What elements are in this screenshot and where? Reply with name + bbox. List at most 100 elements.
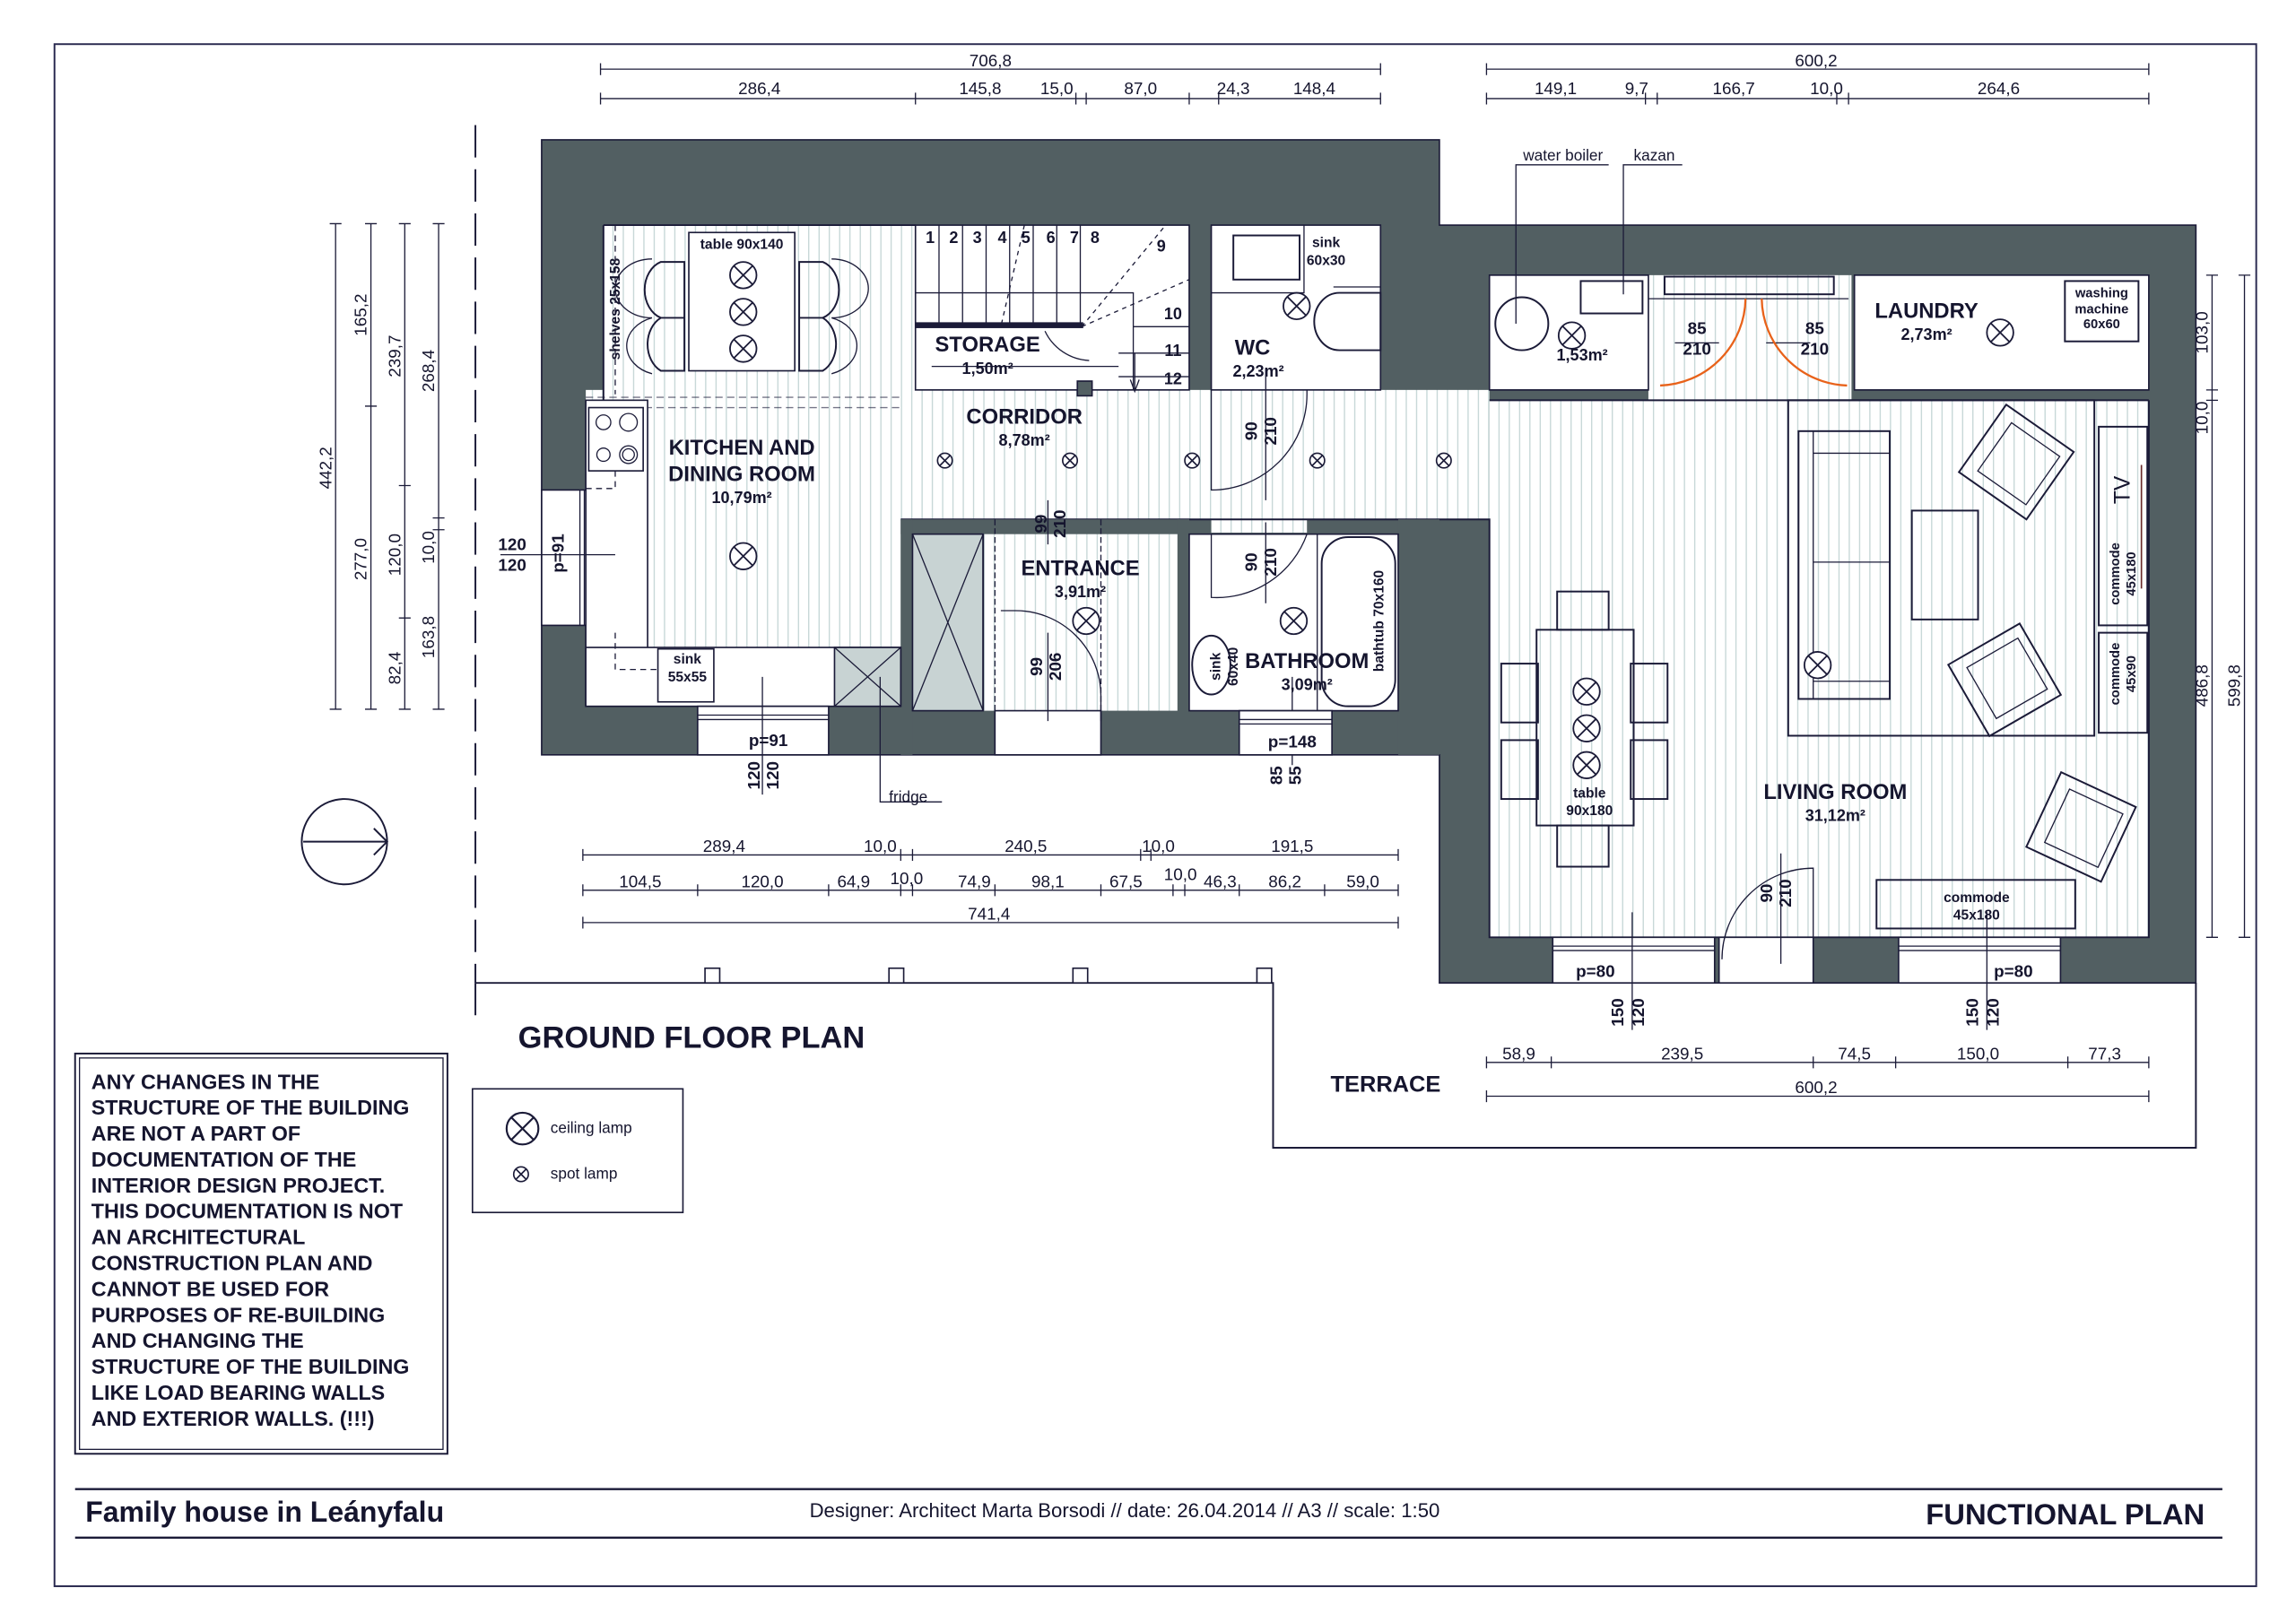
window-size-height: 120 (1629, 998, 1648, 1026)
wc-sink-size: 60x30 (1307, 253, 1346, 268)
dim-bottom: 98,1 (1031, 872, 1065, 891)
commode-size: 45x90 (2125, 655, 2139, 692)
dim-terrace: 58,9 (1502, 1045, 1535, 1063)
dim-top-right-seg: 264,6 (1978, 79, 2020, 98)
door-height: 210 (1801, 339, 1829, 358)
staircase: 1 2 3 4 5 6 7 8 9 10 11 12 STORAGE 1,50m… (914, 224, 1190, 397)
living-window-left: p=80 150 120 (1552, 912, 1716, 1030)
dim-bottom: 10,0 (864, 837, 897, 855)
door-height: 210 (1261, 548, 1280, 576)
washing-machine-label: machine (2074, 303, 2128, 317)
boiler-room: water boiler kazan 1,53m² (1488, 146, 1683, 391)
door-width: 90 (1757, 884, 1776, 903)
dim-bottom: 74,9 (958, 872, 991, 891)
page-title: GROUND FLOOR PLAN (518, 1020, 865, 1055)
window-size-height: 120 (1983, 998, 2002, 1026)
room-name-laundry: LAUNDRY (1874, 299, 1979, 323)
dim-bottom: 120,0 (741, 872, 783, 891)
dim-bottom: 104,5 (619, 872, 661, 891)
dim-right: 486,8 (2193, 664, 2212, 707)
living-door[interactable]: 90 210 (1718, 853, 1814, 984)
notice-line: INTERIOR DESIGN PROJECT. (91, 1174, 386, 1197)
kazan-label: kazan (1634, 146, 1675, 164)
top-left-dimensions: 706,8 286,4 145,8 15,0 87,0 24,3 148,4 (599, 51, 1381, 105)
bottom-commode (1875, 879, 2076, 930)
ceiling-lamp-icon (1986, 318, 2014, 347)
top-right-dimensions: 600,2 149,1 9,7 166,7 10,0 264,6 (1485, 51, 2150, 105)
dim-top-right-seg: 166,7 (1713, 79, 1755, 98)
living-table-label: table (1573, 785, 1606, 801)
tv-commode (2098, 425, 2149, 627)
dim-bottom-total: 741,4 (968, 905, 1010, 924)
dim-top-left-seg: 24,3 (1217, 79, 1250, 98)
washing-machine-size: 60x60 (2083, 317, 2120, 332)
entrance-right-wall (1177, 519, 1189, 711)
kitchen-window: p=91 120 120 (697, 676, 830, 795)
ceiling-lamp-icon (729, 298, 758, 326)
title-block: Family house in Leányfalu Designer: Arch… (74, 1488, 2222, 1539)
dim-terrace: 77,3 (2088, 1045, 2121, 1063)
dim-top-left-seg: 87,0 (1124, 79, 1157, 98)
notice-line: ARE NOT A PART OF (91, 1122, 300, 1145)
stair-step-number: 8 (1091, 229, 1100, 247)
stair-step-number: 11 (1164, 342, 1181, 360)
room-name-terrace: TERRACE (1330, 1072, 1440, 1098)
water-boiler-label: water boiler (1522, 146, 1603, 164)
stair-step-number: 4 (998, 229, 1007, 247)
dim-top-right-seg: 10,0 (1810, 79, 1843, 98)
door-width: 99 (1027, 657, 1046, 676)
living-window-right: p=80 150 120 (1898, 912, 2062, 1030)
spot-lamp-icon (512, 1166, 529, 1183)
door-height: 210 (1050, 509, 1069, 537)
door-width: 90 (1241, 552, 1260, 571)
dim-terrace: 239,5 (1661, 1045, 1703, 1063)
wc-door[interactable]: 90 210 (1210, 368, 1308, 500)
stair-step-number: 10 (1164, 305, 1182, 323)
sofa-icon (1797, 430, 1892, 700)
side-commode (2098, 631, 2149, 734)
dim-terrace-total: 600,2 (1795, 1078, 1837, 1097)
dim-bottom: 46,3 (1204, 872, 1237, 891)
notice-line: ANY CHANGES IN THE (91, 1070, 320, 1093)
rug (1787, 399, 2096, 737)
stair-step-number: 12 (1164, 369, 1182, 387)
entrance-left-wall (900, 519, 913, 755)
bath-sink-icon (1191, 634, 1231, 696)
notice-line: STRUCTURE OF THE BUILDING (91, 1096, 410, 1119)
dim-bottom: 289,4 (703, 837, 745, 855)
window-p-label: p=91 (749, 731, 788, 750)
commode-size: 45x180 (1953, 908, 2000, 924)
notice-box: ANY CHANGES IN THE STRUCTURE OF THE BUIL… (74, 1052, 448, 1455)
room-name-wc: WC (1235, 335, 1271, 360)
washing-machine-label: washing (2074, 286, 2128, 300)
tv-label: TV (2111, 475, 2135, 504)
kitchen-counter: sink 55x55 fridge (585, 399, 943, 805)
door-width: 85 (1688, 319, 1707, 338)
dim-bottom: 59,0 (1346, 872, 1379, 891)
entrance-top-wall (900, 519, 1189, 534)
window-p-label: p=80 (1576, 962, 1615, 981)
stair-step-number: 1 (926, 229, 935, 247)
notice-line: STRUCTURE OF THE BUILDING (91, 1355, 410, 1378)
dim-right: 599,8 (2225, 664, 2244, 707)
commode-size: 45x180 (2125, 551, 2139, 595)
room-name-kitchen: KITCHEN AND (669, 436, 815, 460)
stair-step-number: 6 (1047, 229, 1056, 247)
north-arrow-icon (300, 798, 389, 886)
dim-bottom: 86,2 (1268, 872, 1301, 891)
door-height: 206 (1046, 653, 1065, 681)
door-height: 210 (1261, 417, 1280, 445)
ceiling-lamp-icon (505, 1111, 540, 1146)
window-p-label: p=91 (549, 534, 568, 573)
wc-sink-label: sink (1312, 236, 1341, 251)
commode-label: commode (1944, 890, 2010, 906)
legend-spot-lamp: spot lamp (551, 1164, 618, 1182)
laundry-doors[interactable]: 85 210 85 210 (1648, 275, 1849, 387)
window-size-height: 55 (1286, 766, 1305, 785)
fridge-label: fridge (889, 787, 927, 805)
notice-line: PURPOSES OF RE-BUILDING (91, 1303, 385, 1326)
window-size-width: 120 (744, 761, 763, 789)
kitchen-sink-size: 55x55 (668, 670, 708, 685)
stair-step-number: 7 (1070, 229, 1079, 247)
